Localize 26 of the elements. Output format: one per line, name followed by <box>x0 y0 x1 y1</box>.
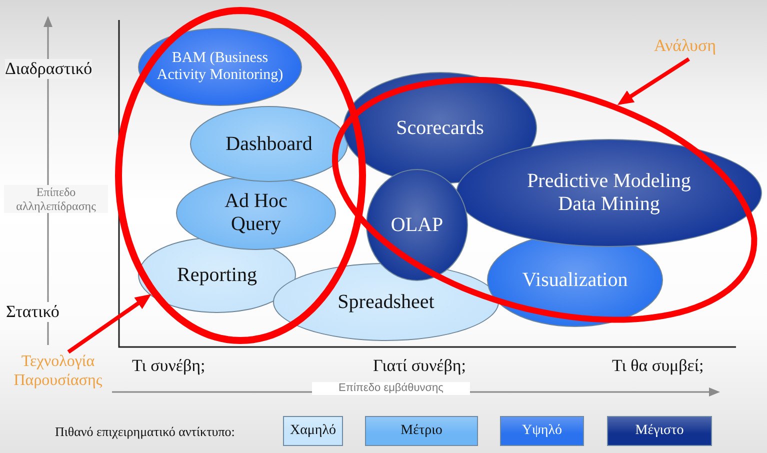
callout-label: Ανάλυση <box>654 36 716 56</box>
callout-label: Τεχνολογία Παρουσίασης <box>12 352 104 390</box>
legend-title: Πιθανό επιχειρηματικό αντίκτυπο: <box>55 424 235 440</box>
axis-end-label: Στατικό <box>6 302 60 322</box>
legend-key: Μέγιστο <box>607 416 712 446</box>
axis-end-label: Διαδραστικό <box>5 59 92 79</box>
bubble-label: BAM (Business Activity Monitoring) <box>156 50 284 84</box>
bubble-label: Dashboard <box>226 132 312 156</box>
legend-key: Χαμηλό <box>283 416 343 446</box>
bubble-label: Ad Hoc Query <box>224 190 288 236</box>
bubble-label: Scorecards <box>396 116 484 140</box>
legend-key: Μέτριο <box>365 416 478 446</box>
axis-label: Γιατί συνέβη; <box>373 356 466 376</box>
highlight-ring <box>331 76 760 324</box>
axis-label: Τι θα συμβεί; <box>612 356 704 376</box>
bubble-label: OLAP <box>390 214 444 236</box>
bubble-label: Predictive Modeling Data Mining <box>526 170 692 216</box>
axis-title: Επίπεδο εμβάθυνσης <box>312 382 470 395</box>
axis-label: Τι συνέβη; <box>132 356 206 376</box>
arrow <box>617 57 690 105</box>
bubble-label: Reporting <box>177 264 257 286</box>
bubble-label: Spreadsheet <box>338 290 434 314</box>
axis-title: Επίπεδο αλληλεπίδρασης <box>4 185 108 213</box>
bubble-label: Visualization <box>522 268 628 292</box>
legend-key: Υψηλό <box>500 416 584 446</box>
arrow <box>67 294 152 354</box>
